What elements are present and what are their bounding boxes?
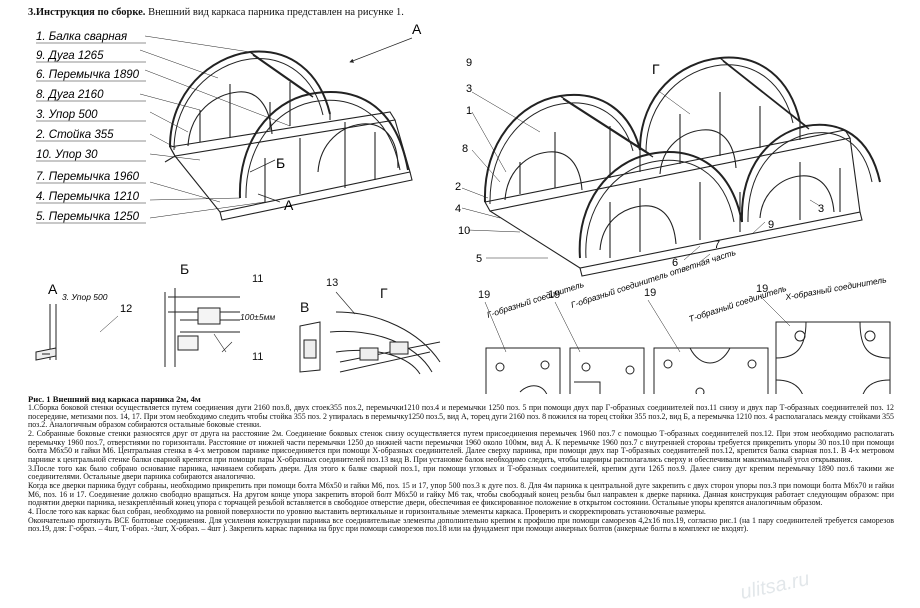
svg-text:7: 7 xyxy=(714,239,720,251)
svg-text:11: 11 xyxy=(252,273,263,285)
legend-item: 5. Перемычка 1250 xyxy=(36,211,140,223)
svg-text:19: 19 xyxy=(548,289,560,301)
legend-item: 1. Балка сварная xyxy=(36,31,127,43)
svg-text:9: 9 xyxy=(466,57,472,69)
greenhouse-4m-callouts: 9 3 1 8 2 4 10 5 Г 6 7 9 3 xyxy=(455,57,824,269)
callout-a-top: А xyxy=(412,22,422,37)
svg-text:3. Упор 500: 3. Упор 500 xyxy=(62,292,108,302)
assembly-figure: 1. Балка сварная 9. Дуга 1265 6. Перемычка… xyxy=(35,22,891,394)
svg-text:12: 12 xyxy=(120,303,132,315)
svg-text:9: 9 xyxy=(768,219,774,231)
svg-text:10: 10 xyxy=(458,225,470,237)
detail-view-b: Б 11 11 100±5мм xyxy=(164,261,275,367)
instruction-paragraph: 3.После того как было собрано основание … xyxy=(28,463,894,482)
figure-caption: Рис. 1 Внешний вид каркаса парника 2м, 4… xyxy=(28,394,201,404)
legend-item: 3. Упор 500 xyxy=(36,109,98,121)
svg-text:3: 3 xyxy=(818,203,824,215)
legend-item: 6. Перемычка 1890 xyxy=(36,69,140,81)
svg-text:Г: Г xyxy=(652,61,660,77)
svg-text:В: В xyxy=(300,299,309,315)
svg-text:1: 1 xyxy=(466,105,472,117)
svg-text:2: 2 xyxy=(455,181,461,193)
svg-text:Г: Г xyxy=(380,285,388,301)
svg-text:4: 4 xyxy=(455,203,461,215)
svg-text:Б: Б xyxy=(180,261,189,277)
instructions-text: 1.Сборка боковой стенки осуществляется п… xyxy=(28,403,894,534)
greenhouse-4m-drawing xyxy=(461,56,881,277)
page-heading: 3.Инструкция по сборке. Внешний вид карк… xyxy=(28,7,404,18)
watermark: ulitsa.ru xyxy=(738,567,812,605)
connector-panels: 19 19 19 19 xyxy=(478,283,891,394)
instruction-paragraph: 2. Собранные боковые стенки разносятся д… xyxy=(28,428,894,464)
legend-item: 7. Перемычка 1960 xyxy=(36,171,140,183)
svg-text:13: 13 xyxy=(326,277,338,289)
svg-text:19: 19 xyxy=(644,287,656,299)
svg-text:3: 3 xyxy=(466,83,472,95)
instruction-paragraph: 1.Сборка боковой стенки осуществляется п… xyxy=(28,403,894,430)
legend-item: 8. Дуга 2160 xyxy=(36,89,104,101)
detail-view-v: В xyxy=(299,299,321,373)
svg-text:6: 6 xyxy=(672,257,678,269)
greenhouse-2m-drawing xyxy=(139,35,413,221)
svg-text:11: 11 xyxy=(252,351,263,363)
connector-labels: Г-образный соединитель Г-образный соедин… xyxy=(486,247,888,324)
legend-item: 4. Перемычка 1210 xyxy=(36,191,140,203)
svg-text:19: 19 xyxy=(756,283,768,295)
t-connector-label: Т-образный соединитель xyxy=(688,283,788,324)
svg-text:А: А xyxy=(48,281,58,297)
svg-text:8: 8 xyxy=(462,143,468,155)
heading-rest: Внешний вид каркаса парника представлен … xyxy=(145,7,404,18)
detail-view-g: 13 Г xyxy=(326,277,441,375)
callout-b: Б xyxy=(276,155,285,171)
legend-item: 10. Упор 30 xyxy=(36,149,98,161)
svg-text:100±5мм: 100±5мм xyxy=(240,312,275,322)
svg-text:19: 19 xyxy=(478,289,490,301)
instruction-paragraph: Окончательно протянуть ВСЕ болтовые соед… xyxy=(28,515,894,534)
legend-item: 9. Дуга 1265 xyxy=(36,50,104,62)
svg-text:5: 5 xyxy=(476,253,482,265)
g-connector-door-label: Г-образный соединитель ответная часть xyxy=(570,247,737,310)
heading-bold: 3.Инструкция по сборке. xyxy=(28,7,146,18)
instruction-paragraph: 4. После того как каркас был собран, нео… xyxy=(28,506,706,516)
legend-item: 2. Стойка 355 xyxy=(35,129,114,141)
instruction-paragraph: Когда все дверки парника будут собраны, … xyxy=(28,480,894,508)
x-connector-label: Х-образный соединитель xyxy=(784,274,888,302)
callout-a-bottom: А xyxy=(284,197,294,213)
detail-view-a: А 3. Упор 500 12 xyxy=(35,281,132,361)
parts-legend: 1. Балка сварная 9. Дуга 1265 6. Перемычка… xyxy=(35,31,146,224)
